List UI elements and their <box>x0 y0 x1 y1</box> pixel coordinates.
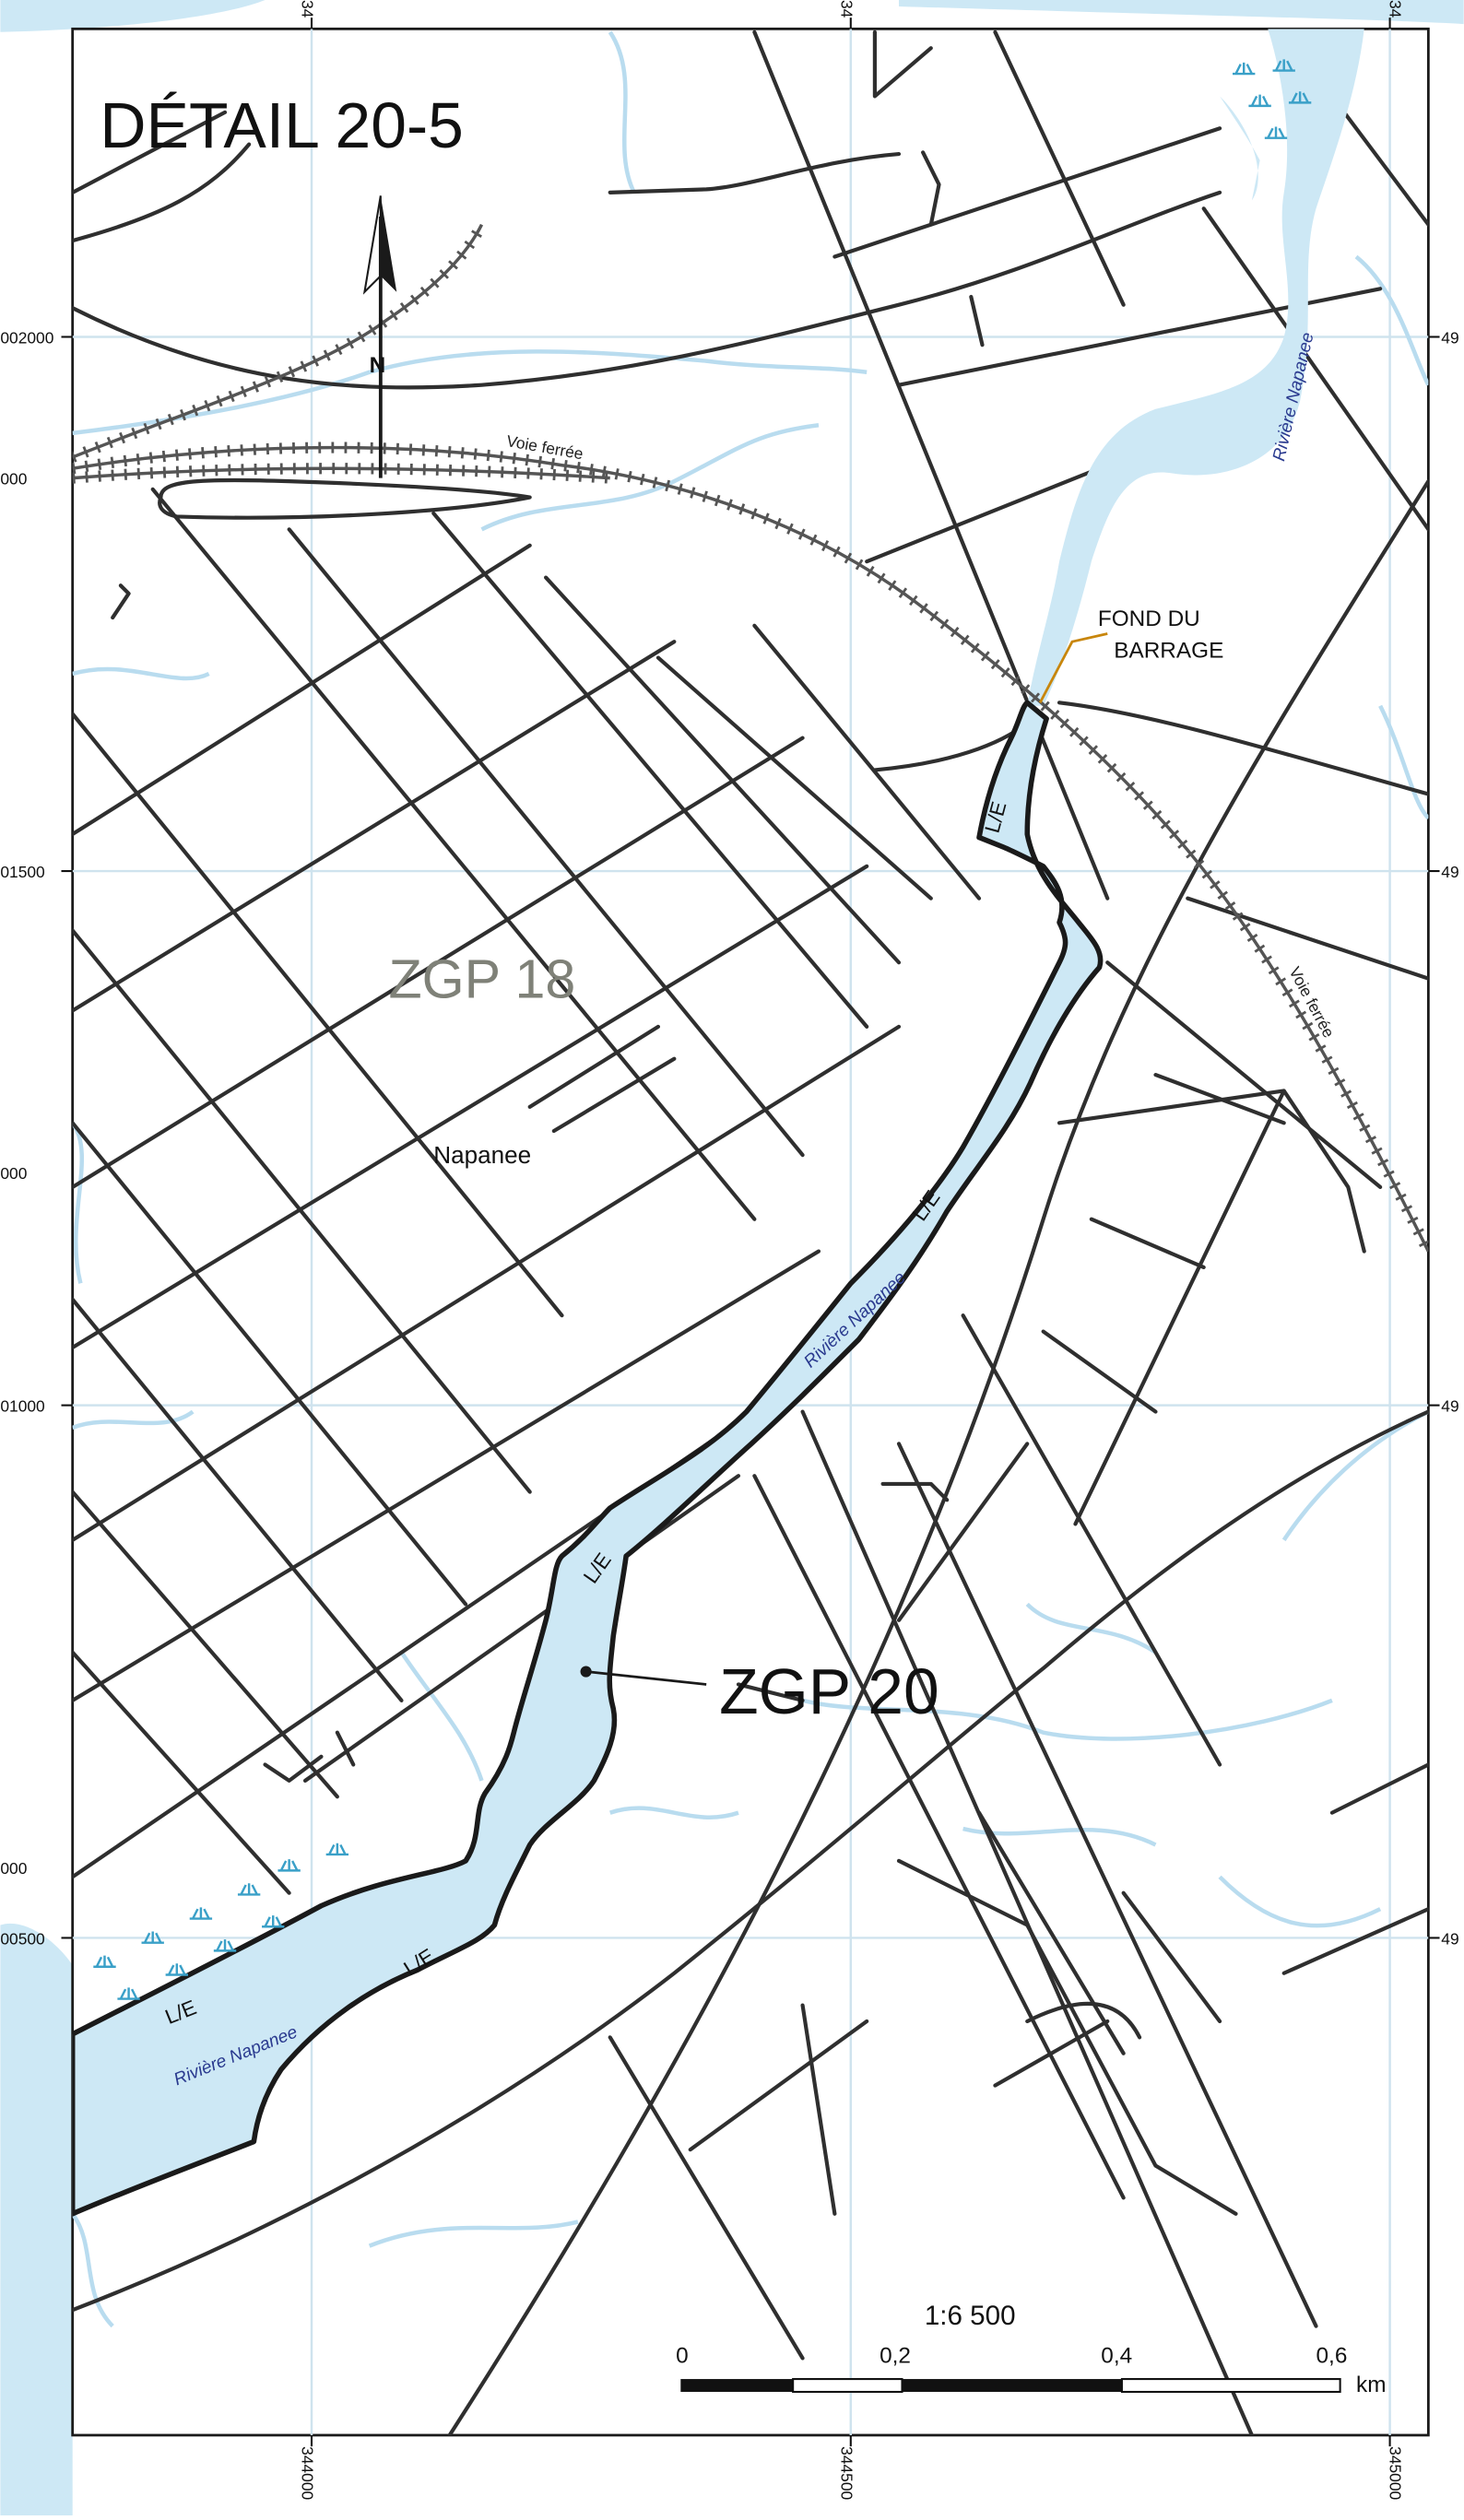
dam-label-line1: FOND DU <box>1098 606 1200 631</box>
north-arrow <box>362 195 397 478</box>
street-network <box>72 29 1429 2435</box>
svg-text:00500: 00500 <box>0 1929 44 1948</box>
svg-text:344500: 344500 <box>837 2446 856 2500</box>
scale-block: 1:6 500 0 0,2 0,4 0,6 km <box>676 2301 1386 2397</box>
zgp20-river-channel <box>72 700 1104 2217</box>
zgp20-pointer <box>580 1666 707 1686</box>
svg-text:49: 49 <box>1441 328 1458 347</box>
svg-text:000: 000 <box>0 1859 27 1878</box>
railway <box>72 221 1429 1254</box>
scale-bar-segment <box>1120 2378 1341 2394</box>
svg-text:34: 34 <box>837 0 856 18</box>
scale-tick-label: 0 <box>676 2344 689 2369</box>
town-label: Napanee <box>433 1141 531 1169</box>
wetland-symbols <box>93 59 1312 2000</box>
svg-text:344000: 344000 <box>299 2446 317 2500</box>
svg-text:000: 000 <box>0 470 27 489</box>
zgp18-label: ZGP 18 <box>389 948 576 1010</box>
tick-marks <box>61 18 1440 2447</box>
river-north-tributary <box>1220 96 1260 201</box>
scale-bar-segment <box>680 2379 794 2392</box>
zgp20-label: ZGP 20 <box>719 1655 939 1727</box>
scale-bar-segment <box>902 2379 1122 2392</box>
scale-tick-label: 0,2 <box>880 2344 911 2369</box>
svg-text:34: 34 <box>299 0 317 18</box>
svg-text:49: 49 <box>1441 1929 1458 1948</box>
scale-tick-label: 0,4 <box>1101 2344 1132 2369</box>
svg-text:01000: 01000 <box>0 1397 44 1416</box>
svg-text:002000: 002000 <box>0 328 53 347</box>
svg-text:345000: 345000 <box>1387 2446 1405 2500</box>
dam-label-line2: BARRAGE <box>1114 639 1223 664</box>
svg-text:49: 49 <box>1441 863 1458 881</box>
svg-text:000: 000 <box>0 1164 27 1183</box>
napanee-river-north <box>1027 29 1364 706</box>
svg-text:01500: 01500 <box>0 863 44 881</box>
svg-text:34: 34 <box>1387 0 1405 18</box>
north-label: N <box>370 353 386 378</box>
scale-ratio: 1:6 500 <box>925 2301 1016 2331</box>
map-title: DÉTAIL 20-5 <box>100 89 464 161</box>
dam-leader-line <box>1038 632 1108 703</box>
scale-unit: km <box>1356 2373 1386 2397</box>
scale-bar-segment <box>792 2378 903 2394</box>
scale-tick-label: 0,6 <box>1316 2344 1348 2369</box>
svg-text:49: 49 <box>1441 1397 1458 1416</box>
